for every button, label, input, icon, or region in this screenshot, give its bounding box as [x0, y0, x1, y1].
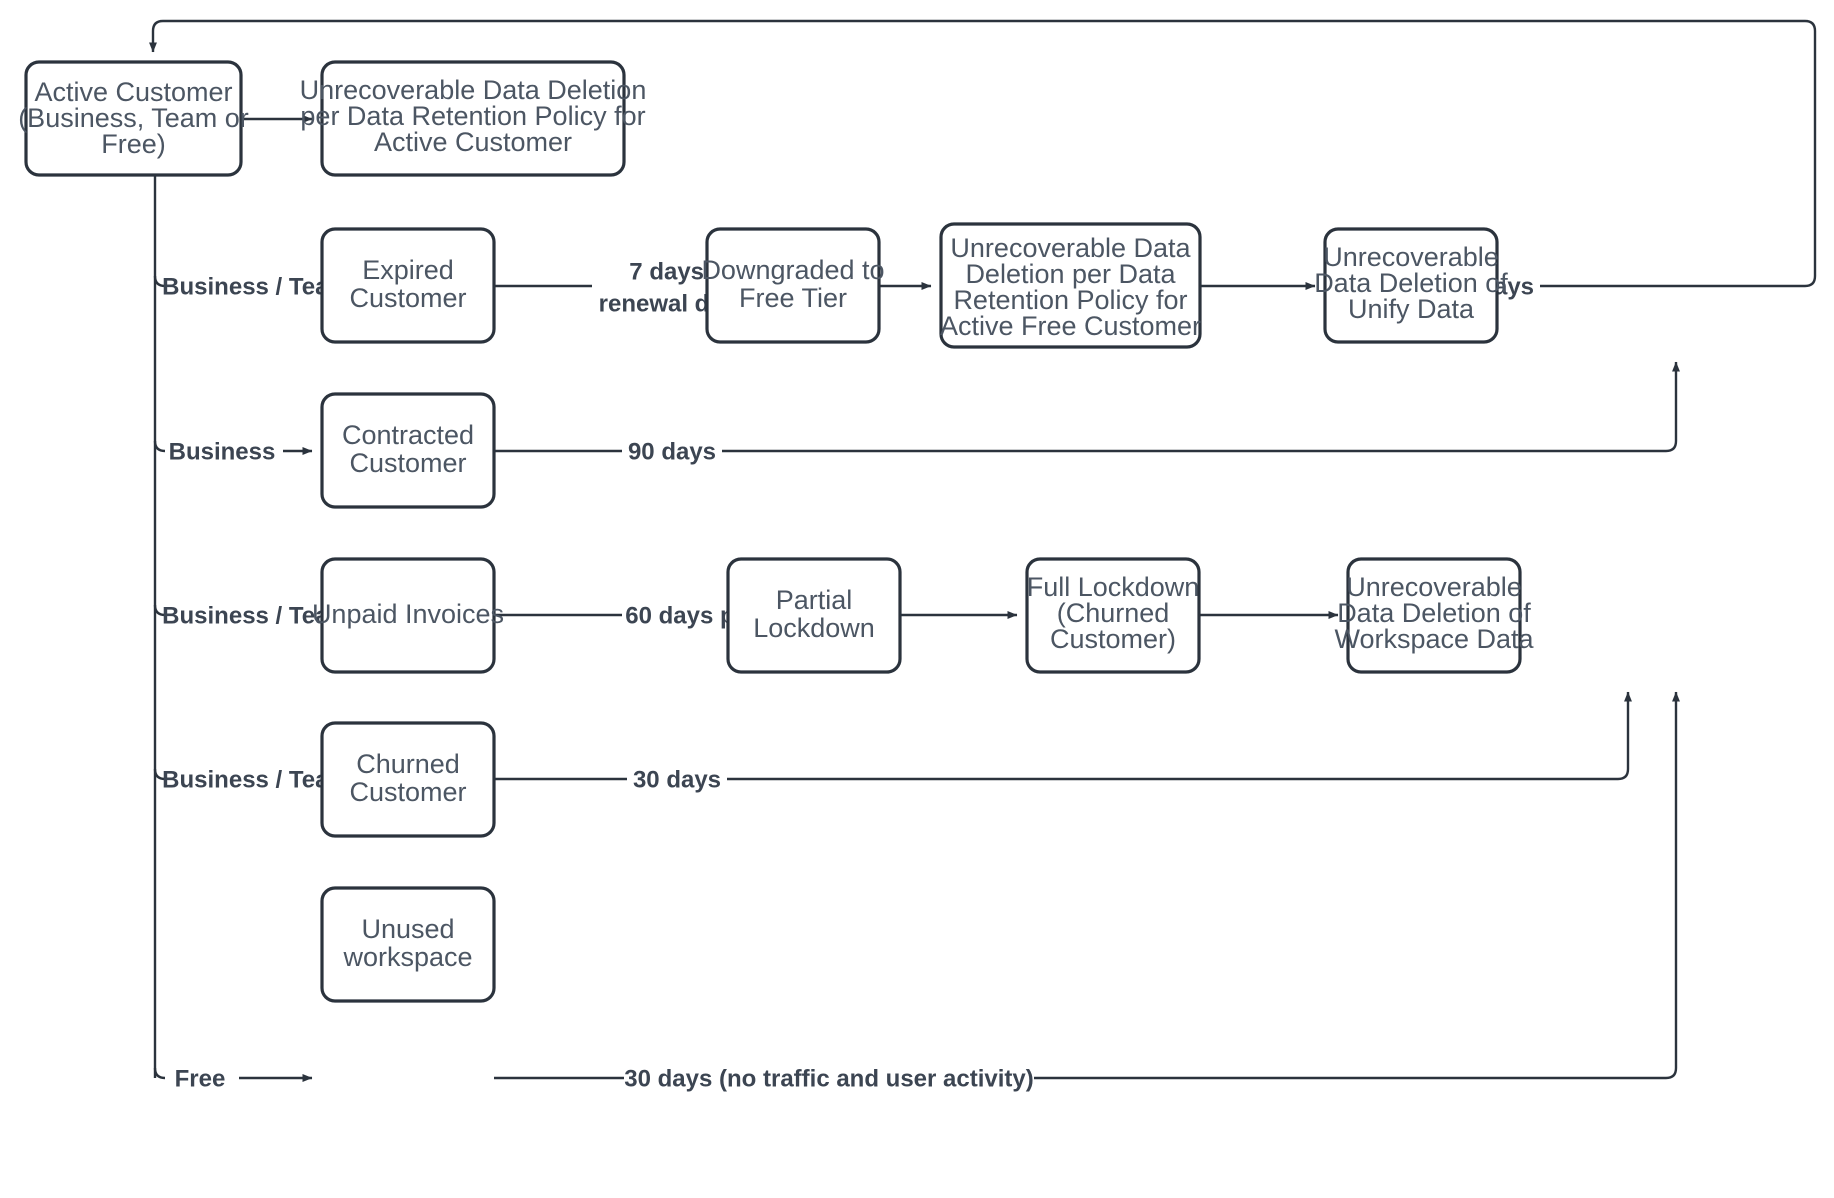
node-unrecoverable-active-customer[interactable]: Unrecoverable Data Deletion per Data Ret…	[300, 60, 647, 177]
node-contracted-line-1: Customer	[349, 448, 466, 478]
node-churned-customer-line-1: Customer	[349, 777, 466, 807]
node-full-lockdown-line-1: (Churned	[1057, 598, 1170, 628]
node-unrecoverable-unify-data[interactable]: Unrecoverable Data Deletion of Unify Dat…	[1314, 227, 1508, 344]
node-unpaid-invoices[interactable]: Unpaid Invoices	[312, 557, 504, 674]
node-workspace-line-1: Data Deletion of	[1337, 598, 1531, 628]
node-unrecoverable-free-line-3: Active Free Customer	[940, 311, 1201, 341]
node-active-customer[interactable]: Active Customer (Business, Team or Free)	[18, 60, 249, 177]
edge-label-free: Free	[175, 1065, 226, 1092]
node-downgraded-line-1: Free Tier	[739, 283, 847, 313]
edge-active-to-unpaid	[153, 604, 313, 620]
node-unpaid-invoices-line-0: Unpaid Invoices	[312, 599, 504, 629]
edge-layer	[148, 19, 1817, 1083]
edge-label-ninety-days-contracted: 90 days	[628, 438, 716, 465]
node-full-lockdown[interactable]: Full Lockdown (Churned Customer)	[1025, 557, 1201, 674]
node-contracted-line-0: Contracted	[342, 420, 474, 450]
node-unify-line-0: Unrecoverable	[1323, 242, 1499, 272]
node-unify-line-1: Data Deletion of	[1314, 268, 1508, 298]
node-partial-lockdown[interactable]: Partial Lockdown	[726, 557, 902, 674]
node-unrecoverable-free-line-0: Unrecoverable Data	[950, 233, 1191, 263]
edge-label-business-team-2: Business / Team	[162, 602, 350, 629]
edge-unused-to-workspace	[494, 691, 1681, 1080]
edge-unify-loop-to-active	[148, 19, 1817, 288]
node-downgraded-free-tier[interactable]: Downgraded to Free Tier	[701, 227, 885, 344]
node-workspace-line-0: Unrecoverable	[1346, 572, 1522, 602]
node-unrecoverable-free-line-2: Retention Policy for	[953, 285, 1187, 315]
edge-active-to-expired	[153, 275, 313, 291]
node-unrecoverable-workspace-data[interactable]: Unrecoverable Data Deletion of Workspace…	[1334, 557, 1535, 674]
node-downgraded-line-0: Downgraded to	[701, 255, 884, 285]
edge-label-business-team-1: Business / Team	[162, 273, 350, 300]
node-unrecoverable-active-line-1: per Data Retention Policy for	[300, 101, 645, 131]
edge-churned-to-workspace	[494, 691, 1633, 781]
edge-contracted-to-unify	[494, 361, 1681, 453]
node-unify-line-2: Unify Data	[1348, 294, 1475, 324]
node-workspace-line-2: Workspace Data	[1334, 624, 1534, 654]
node-layer: Active Customer (Business, Team or Free)…	[18, 60, 1535, 1003]
node-churned-customer[interactable]: Churned Customer	[320, 721, 496, 838]
node-unrecoverable-active-line-0: Unrecoverable Data Deletion	[300, 75, 647, 105]
node-contracted-customer[interactable]: Contracted Customer	[320, 392, 496, 509]
node-unused-workspace-line-1: workspace	[342, 942, 472, 972]
node-partial-lockdown-line-0: Partial	[776, 585, 853, 615]
node-unused-workspace-line-0: Unused	[361, 914, 454, 944]
edge-label-layer: Business / Team 7 days after renewal due…	[162, 256, 1540, 1094]
node-full-lockdown-line-0: Full Lockdown	[1027, 572, 1200, 602]
node-active-customer-line-2: Free)	[101, 129, 166, 159]
edge-label-thirty-days-unused: 30 days (no traffic and user activity)	[624, 1065, 1033, 1092]
node-active-customer-line-1: (Business, Team or	[18, 103, 249, 133]
edge-active-to-churned	[153, 768, 313, 784]
node-unrecoverable-free-customer[interactable]: Unrecoverable Data Deletion per Data Ret…	[939, 222, 1202, 349]
node-unused-workspace[interactable]: Unused workspace	[320, 886, 496, 1003]
node-active-customer-line-0: Active Customer	[34, 77, 232, 107]
edge-label-thirty-days-churned: 30 days	[633, 766, 721, 793]
node-partial-lockdown-line-1: Lockdown	[753, 613, 875, 643]
node-expired-customer-line-0: Expired	[362, 255, 454, 285]
edge-label-business: Business	[169, 438, 276, 465]
node-unrecoverable-active-line-2: Active Customer	[374, 127, 572, 157]
node-full-lockdown-line-2: Customer)	[1050, 624, 1176, 654]
node-expired-customer-line-1: Customer	[349, 283, 466, 313]
node-unrecoverable-free-line-1: Deletion per Data	[965, 259, 1176, 289]
edge-label-business-team-3: Business / Team	[162, 766, 350, 793]
edge-active-to-contracted	[153, 440, 313, 456]
node-expired-customer[interactable]: Expired Customer	[320, 227, 496, 344]
edge-active-to-unused	[153, 1067, 313, 1083]
node-churned-customer-line-0: Churned	[356, 749, 460, 779]
